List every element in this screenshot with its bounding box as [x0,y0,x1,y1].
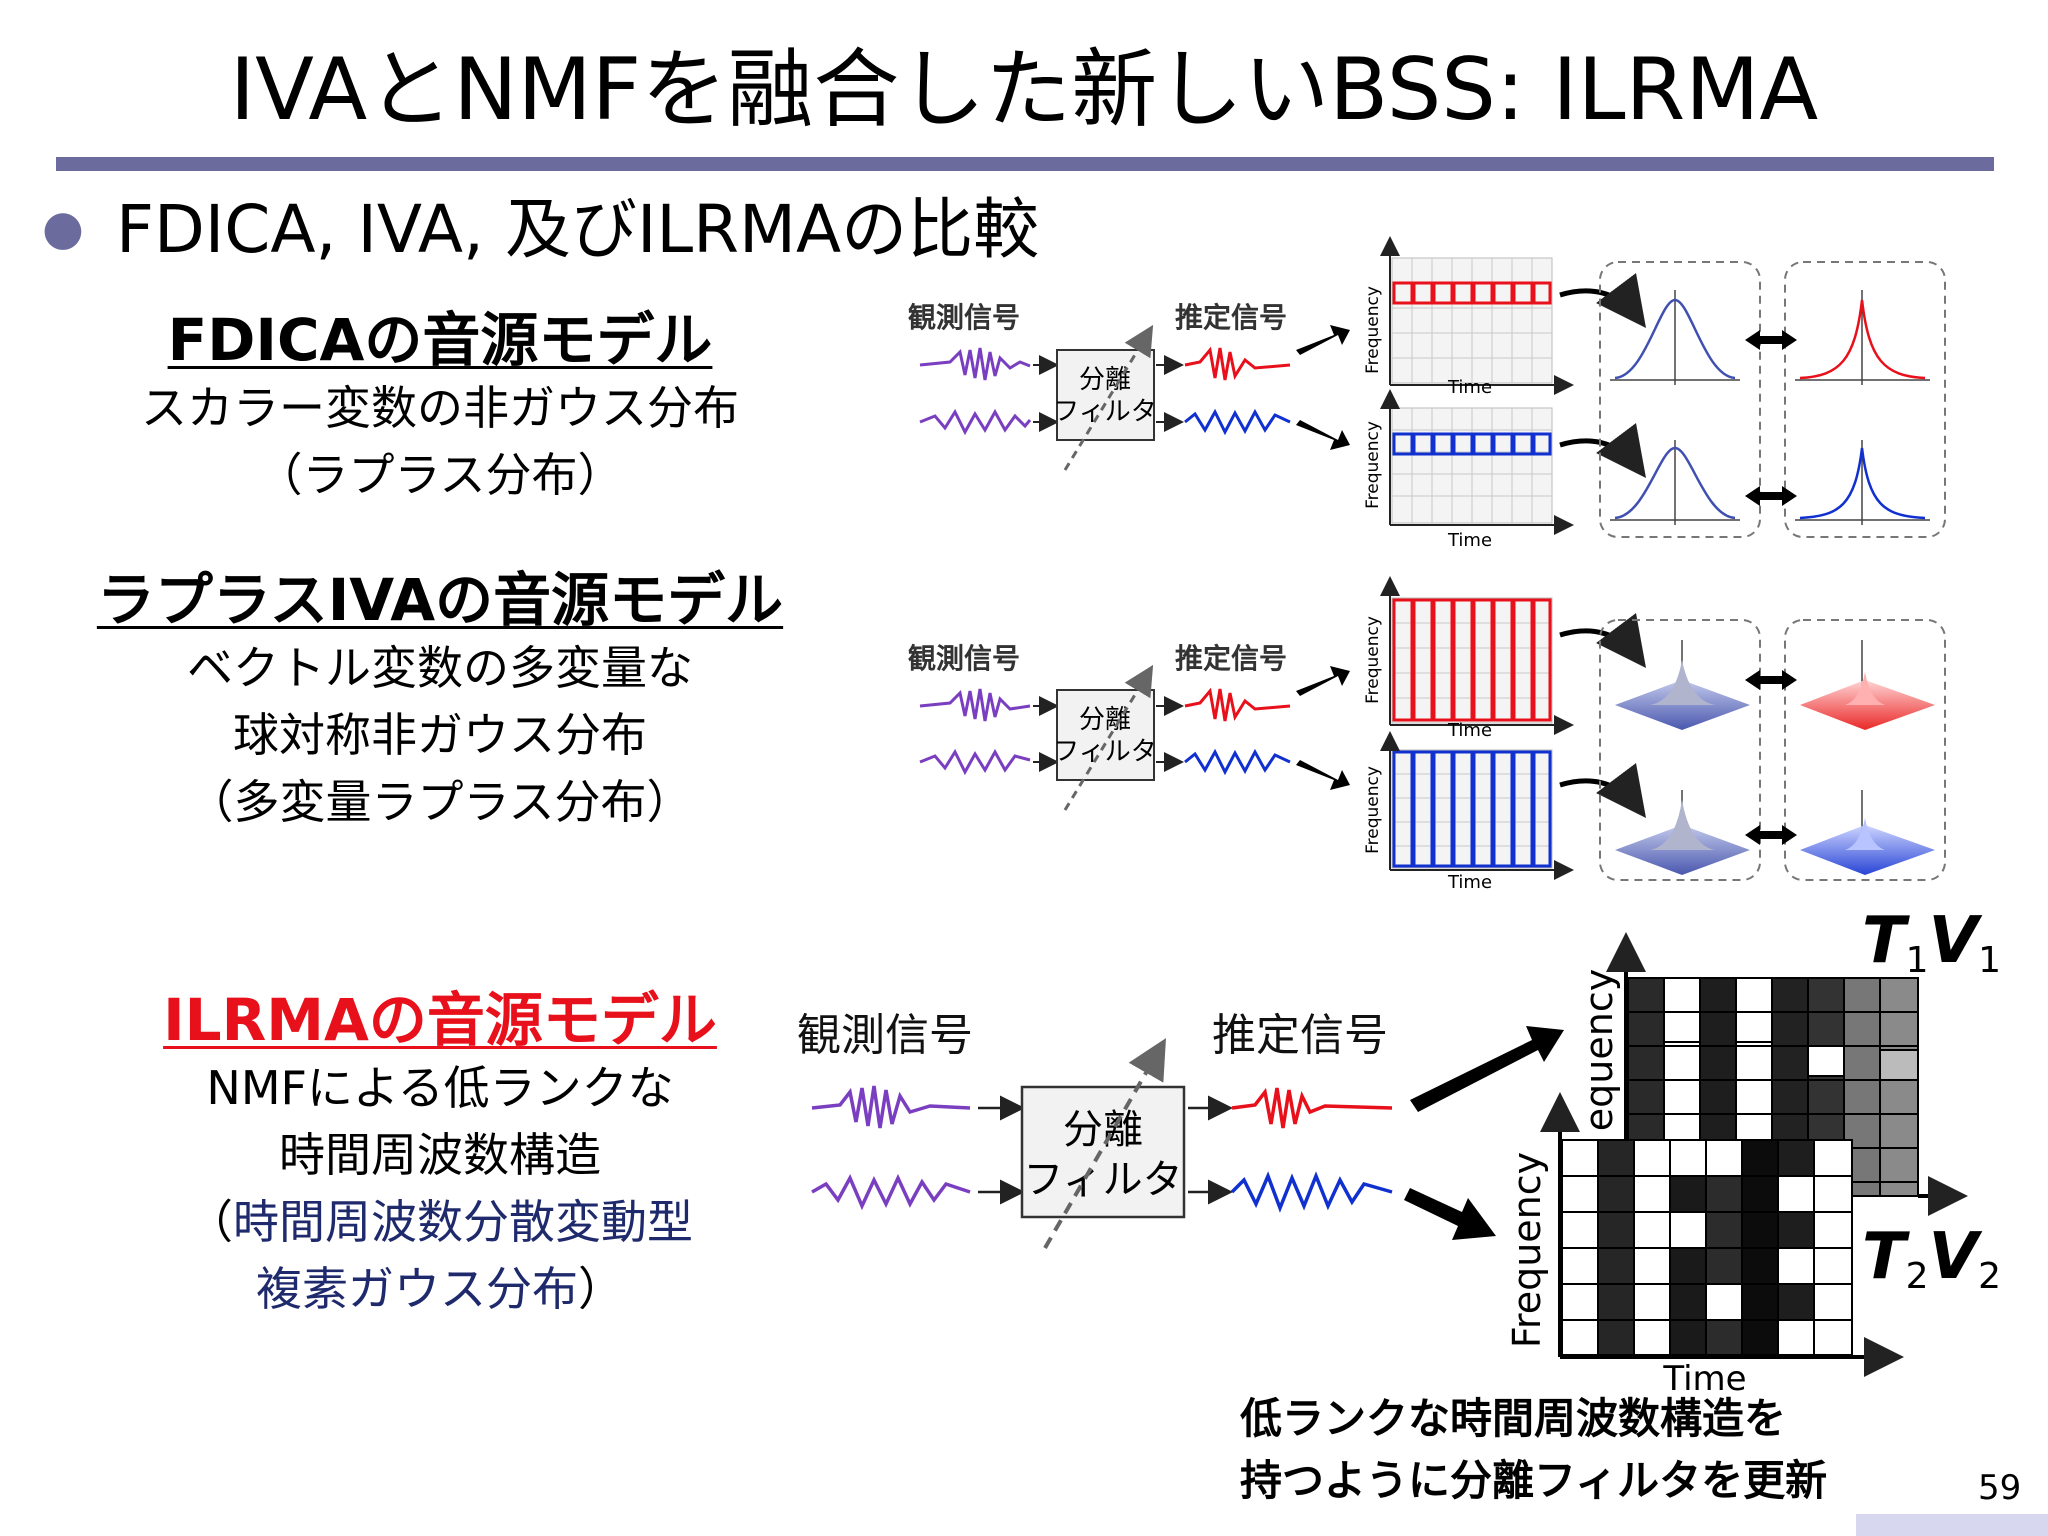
iva-frequency-label-1: Frequency [1363,616,1383,704]
iva-line-1: ベクトル変数の多変量な [187,641,693,695]
fdica-panel: 観測信号 推定信号 分離 フィルタ [908,236,1946,551]
ilrma-line-2: 時間周波数構造 [279,1128,601,1182]
iva-line-2: 球対称非ガウス分布 [233,708,647,762]
ilrma-frequency-label-back: equency [1577,969,1621,1131]
paren-open: （ [187,1195,233,1249]
matrix-2: Frequency Time [1505,1092,1904,1399]
fdica-line-1: スカラー変数の非ガウス分布 [141,381,739,435]
iva-heading: ラプラスIVAの音源モデル [96,566,784,634]
iva-model: ラプラスIVAの音源モデル ベクトル変数の多変量な 球対称非ガウス分布 （多変量… [20,565,860,836]
matrix-2-label: T2V2 [1862,1220,2001,1297]
ilrma-frequency-label-front: Frequency [1505,1152,1549,1348]
slide-title: IVAとNMFを融合した新しいBSS: ILRMA [229,40,1819,140]
fdica-line-2: （ラプラス分布） [256,448,624,502]
fdica-estimated-label: 推定信号 [1175,301,1287,334]
observed-waveform [919,347,1032,436]
fdica-filter-label-1: 分離 [1079,365,1131,395]
iva-filter-label-2: フィルタ [1053,737,1156,767]
ilrma-estimated-label: 推定信号 [1212,1010,1388,1061]
iva-observed-label: 観測信号 [908,642,1020,675]
page-number: 59 [1978,1468,2022,1508]
bullet-text: FDICA, IVA, 及びILRMAの比較 [116,191,1040,268]
corner-strip [1856,1514,2048,1536]
ilrma-panel: 観測信号 推定信号 分離 フィルタ [797,904,2001,1399]
matrix-1-label: T1V1 [1862,904,2001,981]
iva-time-label-1: Time [1447,720,1492,741]
ilrma-filter-label-1: 分離 [1063,1107,1143,1153]
ilrma-line-4: 複素ガウス分布） [20,1256,860,1323]
iva-time-label-2: Time [1447,872,1492,893]
fdica-filter-box [1056,349,1155,441]
fdica-time-label-1: Time [1447,377,1492,398]
ilrma-observed-label: 観測信号 [797,1010,973,1061]
iva-line-3: （多変量ラプラス分布） [187,775,693,829]
fdica-frequency-label-1: Frequency [1363,286,1383,374]
iva-panel: 観測信号 推定信号 分離 フィルタ Frequency Time [908,576,1946,893]
ilrma-line-1: NMFによる低ランクな [206,1061,674,1115]
ilrma-line-3: （時間周波数分散変動型 [20,1189,860,1256]
fdica-filter-label-2: フィルタ [1053,397,1156,427]
title-rule [56,157,1994,171]
iva-filter-label-1: 分離 [1079,705,1131,735]
fdica-frequency-label-2: Frequency [1363,421,1383,509]
caption-line-2: 持つように分離フィルタを更新 [1240,1456,1828,1505]
fdica-time-label-2: Time [1447,530,1492,551]
ilrma-caption: 低ランクな時間周波数構造を 持つように分離フィルタを更新 [1240,1388,1828,1512]
ilrma-filter-box [1020,1085,1186,1219]
paren-close: ） [578,1262,624,1316]
ilrma-model: ILRMAの音源モデル NMFによる低ランクな 時間周波数構造 （時間周波数分散… [20,985,860,1323]
ilrma-navy-line-1: 時間周波数分散変動型 [233,1195,693,1249]
fdica-heading: FDICAの音源モデル [167,306,713,374]
fdica-model: FDICAの音源モデル スカラー変数の非ガウス分布 （ラプラス分布） [20,305,860,509]
iva-filter-box [1056,689,1155,781]
ilrma-filter-label-2: フィルタ [1023,1157,1182,1203]
ilrma-heading: ILRMAの音源モデル [163,986,717,1054]
iva-estimated-label: 推定信号 [1175,642,1287,675]
iva-frequency-label-2: Frequency [1363,766,1383,854]
bullet-dot: ● [42,200,84,256]
caption-line-1: 低ランクな時間周波数構造を [1240,1394,1787,1443]
ilrma-navy-line-2: 複素ガウス分布 [256,1262,578,1316]
estimated-waveform [1184,346,1291,436]
ilrma-time-label: Time [1662,1359,1746,1399]
fdica-observed-label: 観測信号 [908,301,1020,334]
